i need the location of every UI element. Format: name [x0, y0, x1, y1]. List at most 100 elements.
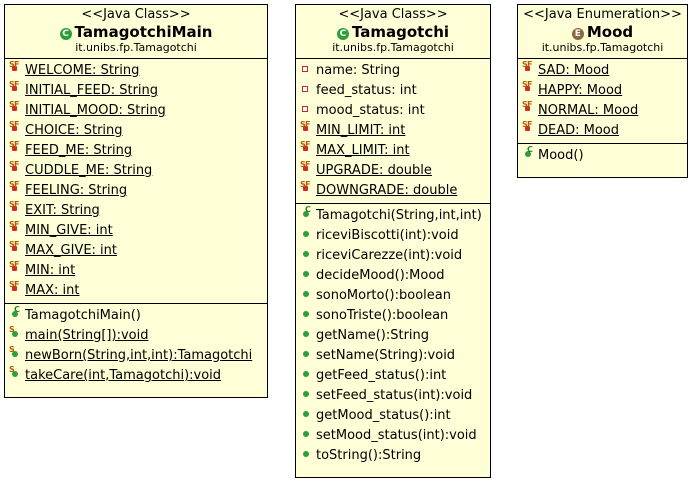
member-text: DEAD: Mood — [538, 123, 620, 138]
field-marker — [12, 106, 17, 111]
method-marker — [525, 151, 531, 157]
final-marker: F — [14, 60, 20, 69]
member-text: FEED_ME: String — [25, 143, 133, 158]
package-label: it.unibs.fp.Tamagotchi — [332, 41, 454, 54]
private-marker — [302, 106, 308, 112]
member-text: HAPPY: Mood — [538, 83, 623, 98]
method-row[interactable]: sonoMorto():boolean — [300, 286, 490, 306]
method-row[interactable]: getName():String — [300, 326, 490, 346]
attribute-row[interactable]: feed_status: int — [300, 81, 490, 101]
attribute-row[interactable]: mood_status: int — [300, 101, 490, 121]
member-text: MAX_GIVE: int — [25, 243, 117, 258]
static-marker: S — [9, 180, 15, 189]
field-marker — [525, 86, 530, 91]
field-marker — [303, 166, 308, 171]
public-method-icon — [300, 346, 316, 360]
method-row[interactable]: setFeed_status(int):void — [300, 386, 490, 406]
attribute-row[interactable]: name: String — [300, 61, 490, 81]
final-marker: F — [14, 80, 20, 89]
class-icon: C — [59, 28, 72, 40]
field-marker — [303, 126, 308, 131]
method-row[interactable]: riceviCarezze(int):void — [300, 246, 490, 266]
member-text: getMood_status():int — [316, 408, 451, 423]
public-method-icon — [300, 266, 316, 280]
final-marker: F — [14, 100, 20, 109]
method-row[interactable]: sonoTriste():boolean — [300, 306, 490, 326]
final-marker: F — [14, 200, 20, 209]
member-text: WELCOME: String — [25, 63, 140, 78]
field-marker — [525, 126, 530, 131]
method-row[interactable]: decideMood():Mood — [300, 266, 490, 286]
field-marker — [12, 206, 17, 211]
public-method-icon — [300, 246, 316, 260]
final-marker: F — [527, 80, 533, 89]
member-text: FEELING: String — [25, 183, 128, 198]
static-marker: S — [522, 120, 528, 129]
public-method-icon — [300, 406, 316, 420]
method-row[interactable]: getFeed_status():int — [300, 366, 490, 386]
enum-icon: E — [571, 28, 584, 40]
member-text: TamagotchiMain() — [25, 308, 141, 323]
class-icon: C — [336, 28, 349, 40]
member-text: SAD: Mood — [538, 63, 610, 78]
field-marker — [303, 186, 308, 191]
member-text: sonoMorto():boolean — [316, 288, 451, 303]
method-row[interactable]: riceviBiscotti(int):void — [300, 226, 490, 246]
static-method-icon: S — [9, 346, 25, 360]
package-label: it.unibs.fp.Tamagotchi — [541, 41, 664, 54]
final-marker: F — [305, 160, 311, 169]
method-row[interactable]: setName(String):void — [300, 346, 490, 366]
static-marker: S — [300, 180, 306, 189]
static-marker: S — [300, 160, 306, 169]
method-row[interactable]: toString():String — [300, 446, 490, 466]
static-marker: S — [9, 100, 15, 109]
method-row[interactable]: setMood_status(int):void — [300, 426, 490, 446]
final-marker: F — [305, 140, 311, 149]
method-marker — [303, 211, 309, 217]
member-text: MIN_LIMIT: int — [316, 123, 406, 138]
field-marker — [525, 106, 530, 111]
stereotype-label: <<Java Enumeration>> — [523, 7, 682, 22]
method-row[interactable]: getMood_status():int — [300, 406, 490, 426]
static-method-icon: S — [9, 366, 25, 380]
final-marker: F — [14, 280, 20, 289]
